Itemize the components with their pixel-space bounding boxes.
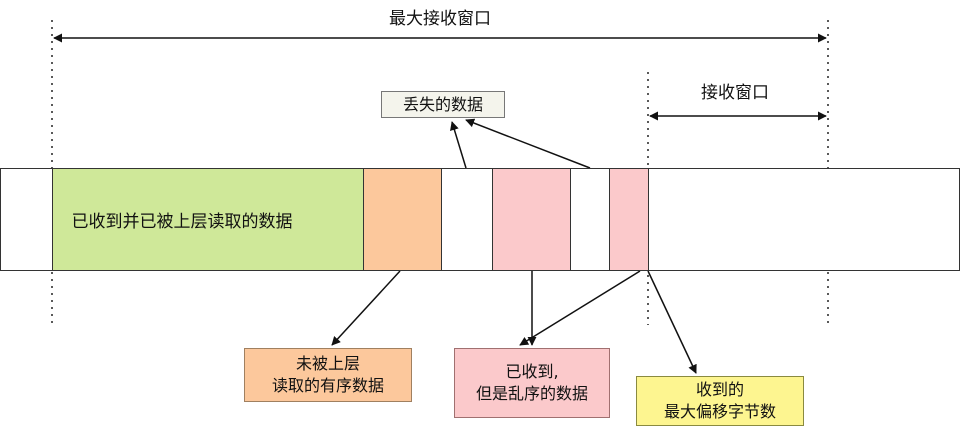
segment-before-window [0,168,53,271]
segment-received-read [52,168,364,271]
segment-remaining [648,168,960,271]
lost-arrow-2 [465,118,591,169]
max-offset-box: 收到的 最大偏移字节数 [636,376,804,426]
segment-lost-1 [441,168,493,271]
out-of-order-box: 已收到, 但是乱序的数据 [454,348,610,418]
out-of-order-line-1: 已收到, [505,362,559,381]
out-of-order-line-2: 但是乱序的数据 [475,384,588,403]
out-of-order-arrow-2 [519,270,641,346]
max-offset-line-2: 最大偏移字节数 [663,402,776,421]
received-read-label: 已收到并已被上层读取的数据 [71,212,293,232]
segment-out-of-order-2 [609,168,649,271]
lost-data-label: 丢失的数据 [402,94,483,114]
segment-lost-2 [570,168,610,271]
ordered-line-1: 未被上层 [295,354,360,373]
ordered-line-2: 读取的有序数据 [271,376,384,395]
segment-out-of-order-1 [492,168,571,271]
max-window-label: 最大接收窗口 [389,9,491,29]
ordered-unread-box: 未被上层 读取的有序数据 [244,348,412,402]
segment-unread-ordered [363,168,442,271]
max-offset-arrow [647,270,697,374]
ordered-arrow [331,270,401,346]
lost-data-box: 丢失的数据 [381,91,505,118]
lost-arrow-1 [450,121,467,169]
max-offset-line-1: 收到的 [695,380,744,399]
recv-window-label: 接收窗口 [701,83,769,103]
